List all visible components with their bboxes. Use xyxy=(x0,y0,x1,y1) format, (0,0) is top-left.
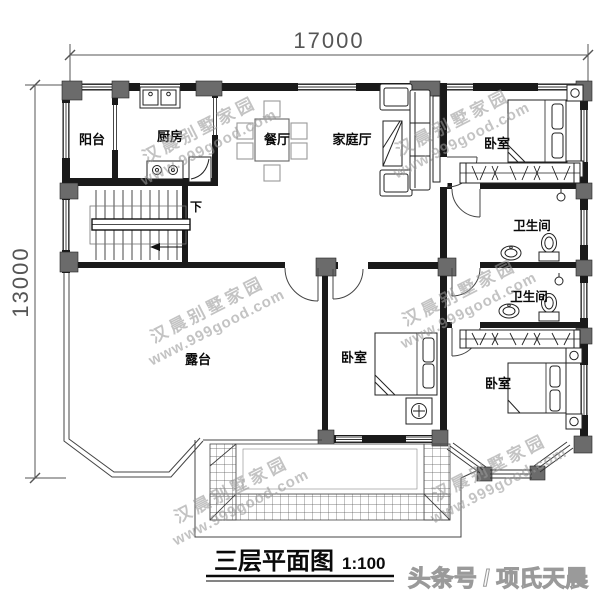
stair-down-label: 下 xyxy=(190,200,202,214)
bedroom3-furniture xyxy=(374,332,438,425)
porch-roof xyxy=(194,440,477,538)
bedroom2-furniture xyxy=(459,329,583,430)
light-fixture-icon xyxy=(554,276,564,286)
bedroom1-label: 卧室 xyxy=(484,136,510,151)
kitchen-corner-unit xyxy=(188,156,212,183)
bay-window xyxy=(446,441,574,479)
bathroom-upper-fixtures xyxy=(500,189,566,262)
tv-cabinet xyxy=(432,95,441,183)
bedroom2-label: 卧室 xyxy=(485,376,511,391)
kitchen-fixtures xyxy=(139,86,212,183)
wall-piers xyxy=(59,80,593,482)
bathroom-upper-label: 卫生间 xyxy=(513,218,551,233)
dining-set xyxy=(236,100,308,182)
bathroom-lower-label: 卫生间 xyxy=(510,289,548,304)
dimension-left-label: 13000 xyxy=(8,246,33,317)
dimension-lines xyxy=(25,44,594,484)
byline: 头条号 / 项氏天晨 xyxy=(408,565,589,591)
dining-table xyxy=(254,118,290,162)
bathroom-lower-fixtures xyxy=(498,273,564,322)
wardrobe xyxy=(459,329,581,349)
wardrobe xyxy=(459,162,581,184)
kitchen-stove xyxy=(146,160,184,180)
family-hall-label: 家庭厅 xyxy=(332,132,371,147)
plan-title: 三层平面图 xyxy=(214,548,334,575)
kitchen-sink xyxy=(139,86,181,109)
terrace-label: 露台 xyxy=(185,352,211,367)
sofa-set xyxy=(379,83,441,197)
kitchen-label: 厨房 xyxy=(157,129,183,144)
terrace-railing xyxy=(63,273,322,478)
bedroom3-label: 卧室 xyxy=(341,350,367,365)
dining-label: 餐厅 xyxy=(263,132,290,147)
light-fixture-icon xyxy=(556,192,566,202)
bedroom1-furniture xyxy=(459,84,584,184)
staircase xyxy=(89,190,191,260)
balcony-label: 阳台 xyxy=(79,132,105,147)
dimension-top-label: 17000 xyxy=(293,28,364,53)
plan-scale: 1:100 xyxy=(342,554,385,573)
